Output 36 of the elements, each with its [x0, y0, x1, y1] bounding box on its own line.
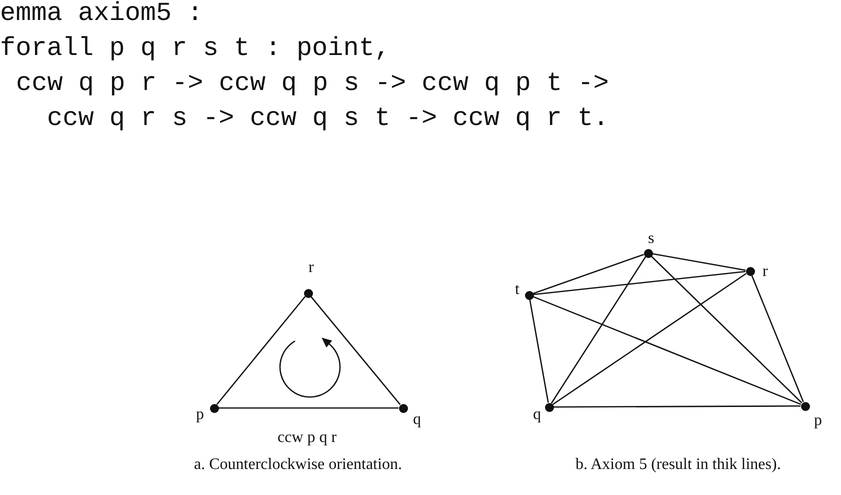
point-dot	[210, 404, 218, 412]
edge-line	[218, 407, 398, 409]
point-dot	[644, 248, 652, 258]
point-label: q	[413, 411, 421, 429]
point-label: p	[814, 412, 822, 430]
point-label: q	[533, 406, 541, 424]
orientation-label: ccw p q r	[278, 429, 337, 447]
point-label: s	[648, 230, 654, 248]
edge-line	[533, 254, 644, 294]
edge-line	[533, 270, 746, 296]
point-dot	[800, 402, 810, 410]
point-dot	[524, 290, 534, 300]
point-dot	[544, 402, 554, 412]
edge-line	[652, 253, 746, 271]
code-line: forall p q r s t : point,	[0, 35, 390, 61]
point-label: r	[762, 263, 768, 281]
code-line: ccw q p r -> ccw q p s -> ccw q p t ->	[16, 70, 609, 96]
point-dot	[398, 404, 408, 412]
point-label: r	[308, 259, 314, 277]
figure-caption: b. Axiom 5 (result in thik lines).	[576, 456, 781, 474]
edge-line	[529, 299, 549, 403]
figure-caption: a. Counterclockwise orientation.	[194, 456, 402, 474]
point-label: p	[196, 406, 204, 424]
edge-line	[216, 296, 306, 405]
edge-line	[554, 405, 800, 408]
edge-line	[751, 274, 804, 402]
point-dot	[746, 266, 754, 276]
point-dot	[304, 288, 312, 298]
edge-line	[532, 296, 802, 405]
edge-line	[550, 256, 646, 404]
point-label: t	[515, 281, 520, 299]
edge-line	[310, 296, 401, 405]
edge-line	[552, 272, 747, 406]
code-line: emma axiom5 :	[0, 0, 203, 26]
code-line: ccw q r s -> ccw q s t -> ccw q r t.	[47, 105, 609, 131]
edge-line	[650, 256, 802, 404]
